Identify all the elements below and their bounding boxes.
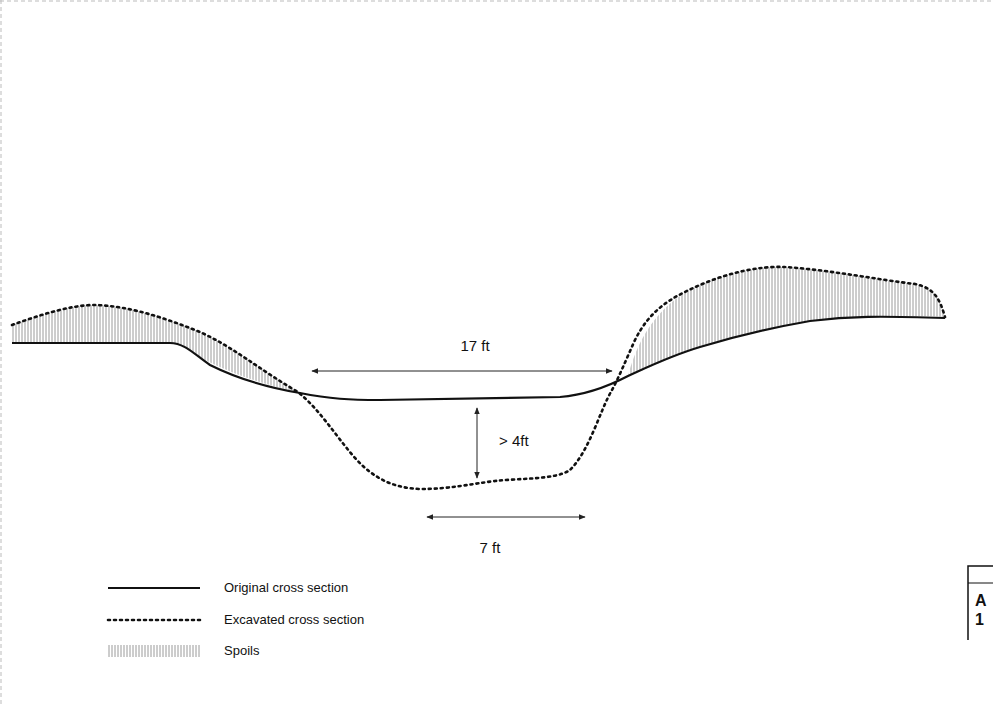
dimension-arrow <box>477 408 478 478</box>
legend-hatch-sample <box>108 645 200 657</box>
dimension-arrow <box>427 517 585 518</box>
spoils-hatch <box>12 305 298 392</box>
spoils-hatch <box>628 267 945 376</box>
original-ground-line <box>12 317 945 400</box>
legend-dotted-sample <box>108 619 200 622</box>
title-block-text: A <box>973 592 989 610</box>
dimension-label: 7 ft <box>478 540 503 557</box>
legend-solid-sample <box>108 587 200 589</box>
title-block-border <box>968 583 993 584</box>
dimension-label: 17 ft <box>458 338 491 355</box>
excavated-line <box>12 267 945 489</box>
dimension-arrow <box>312 371 612 372</box>
title-block-border <box>968 566 993 640</box>
frame-line <box>0 1 993 2</box>
title-block-text: 1 <box>973 611 986 629</box>
legend-text: Excavated cross section <box>222 613 366 627</box>
legend-text: Original cross section <box>222 581 350 595</box>
frame-line <box>1 0 2 706</box>
legend-text: Spoils <box>222 644 261 658</box>
dimension-label: > 4ft <box>497 433 531 450</box>
